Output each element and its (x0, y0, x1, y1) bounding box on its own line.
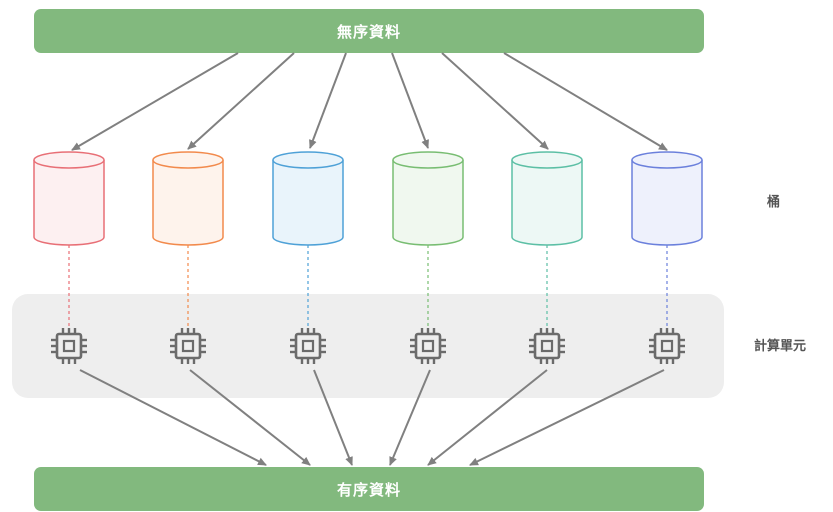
bucket-2 (152, 151, 224, 246)
output-arrow (389, 369, 431, 466)
output-arrow (189, 369, 311, 466)
input-arrow (187, 52, 295, 150)
compute-units-row (51, 328, 685, 364)
bucket-3 (272, 151, 344, 246)
input-unsorted-data: 無序資料 (34, 9, 704, 53)
compute-units-band (12, 294, 724, 398)
buckets-row (33, 151, 703, 246)
buckets-row-label: 桶 (767, 195, 781, 210)
bucket-1 (33, 151, 105, 246)
output-sorted-data: 有序資料 (34, 467, 704, 511)
input-arrows (71, 52, 668, 151)
bucket-4 (392, 151, 464, 246)
bucket-5 (511, 151, 583, 246)
input-arrow (391, 52, 429, 149)
output-arrow (427, 369, 548, 466)
input-arrow (309, 52, 347, 149)
output-arrow (313, 369, 353, 466)
output-arrow (469, 369, 665, 466)
input-arrow (71, 52, 239, 151)
chip-icon (170, 328, 206, 364)
output-arrow (79, 369, 267, 466)
input-arrow (441, 52, 549, 150)
chip-icon (649, 328, 685, 364)
chip-icon (529, 328, 565, 364)
compute-units-row-label: 計算單元 (754, 339, 807, 354)
bucket-6 (631, 151, 703, 246)
output-arrows (79, 369, 665, 466)
dashed-connectors (68, 245, 668, 328)
chip-icon (51, 328, 87, 364)
chip-icon (290, 328, 326, 364)
chip-icon (410, 328, 446, 364)
input-arrow (503, 52, 668, 151)
